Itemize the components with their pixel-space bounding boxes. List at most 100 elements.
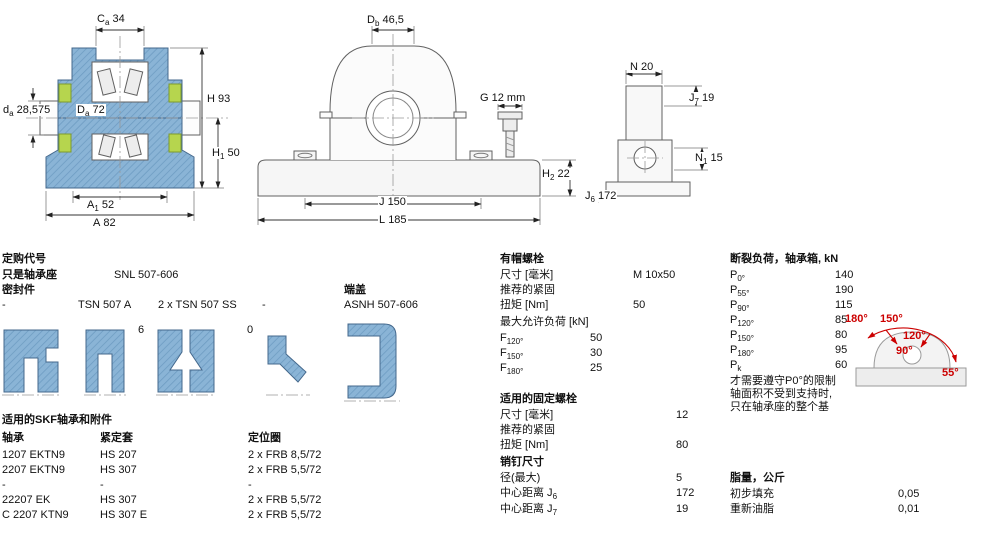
max-load-label: 最大允许负荷 [kN] <box>500 316 589 328</box>
fixing-size-value: 12 <box>676 409 689 421</box>
p55-label: P55° <box>730 284 750 299</box>
pk-value: 60 <box>835 359 848 371</box>
f120-value: 50 <box>590 332 603 344</box>
bolt-tighten-label: 推荐的紧固 <box>500 284 555 296</box>
angle-label-120: 120° <box>903 330 926 342</box>
pin-diameter-value: 5 <box>676 472 683 484</box>
table-cell: HS 307 E <box>100 509 148 521</box>
angle-label-180: 180° <box>845 313 868 325</box>
load-note-line-3: 只在轴承座的整个基 <box>730 401 829 413</box>
col-header-rings: 定位圈 <box>248 432 281 444</box>
load-note-line-2: 轴面积不受到支持时, <box>730 388 833 400</box>
dim-j: J 150 <box>378 196 407 208</box>
dim-ca: Ca 34 <box>96 13 126 28</box>
dim-g: G 12 mm <box>479 92 527 104</box>
table-cell: 2207 EKTN9 <box>2 464 65 476</box>
pk-label: Pk <box>730 359 742 374</box>
dim-Da: Da 72 <box>76 104 106 119</box>
seal-note-left: 6 <box>138 324 145 336</box>
grease-initial-label: 初步填充 <box>730 488 774 500</box>
table-cell: HS 307 <box>100 464 137 476</box>
dim-da: da 28,575 <box>2 104 52 119</box>
f180-value: 25 <box>590 362 603 374</box>
angle-label-90: 90° <box>896 345 913 357</box>
table-cell: 2 x FRB 8,5/72 <box>248 449 322 461</box>
bearings-table-title: 适用的SKF轴承和附件 <box>2 414 112 426</box>
dim-db: Db 46,5 <box>366 14 405 29</box>
table-cell: HS 207 <box>100 449 137 461</box>
dim-a: A 82 <box>92 217 117 229</box>
table-cell: 2 x FRB 5,5/72 <box>248 509 322 521</box>
seal-option-3: 2 x TSN 507 SS <box>158 299 237 311</box>
grease-initial-value: 0,05 <box>898 488 920 500</box>
table-cell: 1207 EKTN9 <box>2 449 65 461</box>
table-cell: - <box>2 479 6 491</box>
pin-center-j7-label: 中心距离 J7 <box>500 503 558 518</box>
pins-title: 销钉尺寸 <box>500 456 544 468</box>
bolt-size-value: M 10x50 <box>633 269 676 281</box>
p120-label: P120° <box>730 314 754 329</box>
drawing-side-view <box>597 70 708 203</box>
dim-a1: A1 52 <box>86 199 116 214</box>
table-cell: 2 x FRB 5,5/72 <box>248 494 322 506</box>
p0-value: 140 <box>835 269 854 281</box>
seal-option-4: - <box>262 299 266 311</box>
seal-option-1: - <box>2 299 6 311</box>
seal-option-2: TSN 507 A <box>78 299 132 311</box>
drawing-section-view <box>26 26 228 221</box>
seal-thumbnail-3 <box>156 329 216 396</box>
col-header-bearing: 轴承 <box>2 432 24 444</box>
p150-label: P150° <box>730 329 754 344</box>
dim-l: L 185 <box>378 214 408 226</box>
table-cell: HS 307 <box>100 494 137 506</box>
breaking-loads-title: 断裂负荷，轴承箱, kN <box>730 253 839 265</box>
fixing-size-label: 尺寸 [毫米] <box>500 409 554 421</box>
seal-note-right: 0 <box>247 324 254 336</box>
load-note-line-1: 才需要遵守P0°的限制 <box>730 375 836 387</box>
p90-label: P90° <box>730 299 750 314</box>
table-cell: 22207 EK <box>2 494 51 506</box>
seal-thumbnail-4 <box>266 335 310 396</box>
fixing-tighten-label: 推荐的紧固 <box>500 424 555 436</box>
dim-h2: H2 22 <box>541 168 571 183</box>
f180-label: F180° <box>500 362 524 377</box>
bolt-torque-label: 扭矩 [Nm] <box>500 299 549 311</box>
pin-center-j7-value: 19 <box>676 503 689 515</box>
f120-label: F120° <box>500 332 524 347</box>
table-cell: - <box>100 479 104 491</box>
table-cell: 2 x FRB 5,5/72 <box>248 464 322 476</box>
fixing-torque-value: 80 <box>676 439 689 451</box>
seal-thumbnail-2 <box>84 329 126 396</box>
drawing-front-view <box>257 26 576 225</box>
f150-label: F150° <box>500 347 524 362</box>
bolt-size-label: 尺寸 [毫米] <box>500 269 554 281</box>
p55-value: 190 <box>835 284 854 296</box>
fixing-torque-label: 扭矩 [Nm] <box>500 439 549 451</box>
grease-title: 脂量，公斤 <box>730 472 785 484</box>
table-cell: - <box>248 479 252 491</box>
pin-center-j6-label: 中心距离 J6 <box>500 487 558 502</box>
angle-label-55: 55° <box>942 367 959 379</box>
p180-value: 95 <box>835 344 848 356</box>
p0-label: P0° <box>730 269 745 284</box>
end-cover-thumbnail <box>344 323 400 402</box>
dim-h1: H1 50 <box>211 147 241 162</box>
table-cell: C 2207 KTN9 <box>2 509 69 521</box>
grease-relube-label: 重新油脂 <box>730 503 774 515</box>
bolt-torque-value: 50 <box>633 299 646 311</box>
dim-h: H 93 <box>206 93 232 105</box>
fixing-bolts-title: 适用的固定螺栓 <box>500 393 577 405</box>
f150-value: 30 <box>590 347 603 359</box>
housing-designation: SNL 507-606 <box>114 269 179 281</box>
p90-value: 115 <box>835 299 853 311</box>
col-header-sleeve: 紧定套 <box>100 432 133 444</box>
p150-value: 80 <box>835 329 848 341</box>
end-cover-label: 端盖 <box>344 284 366 296</box>
dim-n1: N1 15 <box>694 152 724 167</box>
grease-relube-value: 0,01 <box>898 503 920 515</box>
dim-j6: J6 172 <box>584 190 618 205</box>
p180-label: P180° <box>730 344 754 359</box>
dim-n: N 20 <box>629 61 655 73</box>
